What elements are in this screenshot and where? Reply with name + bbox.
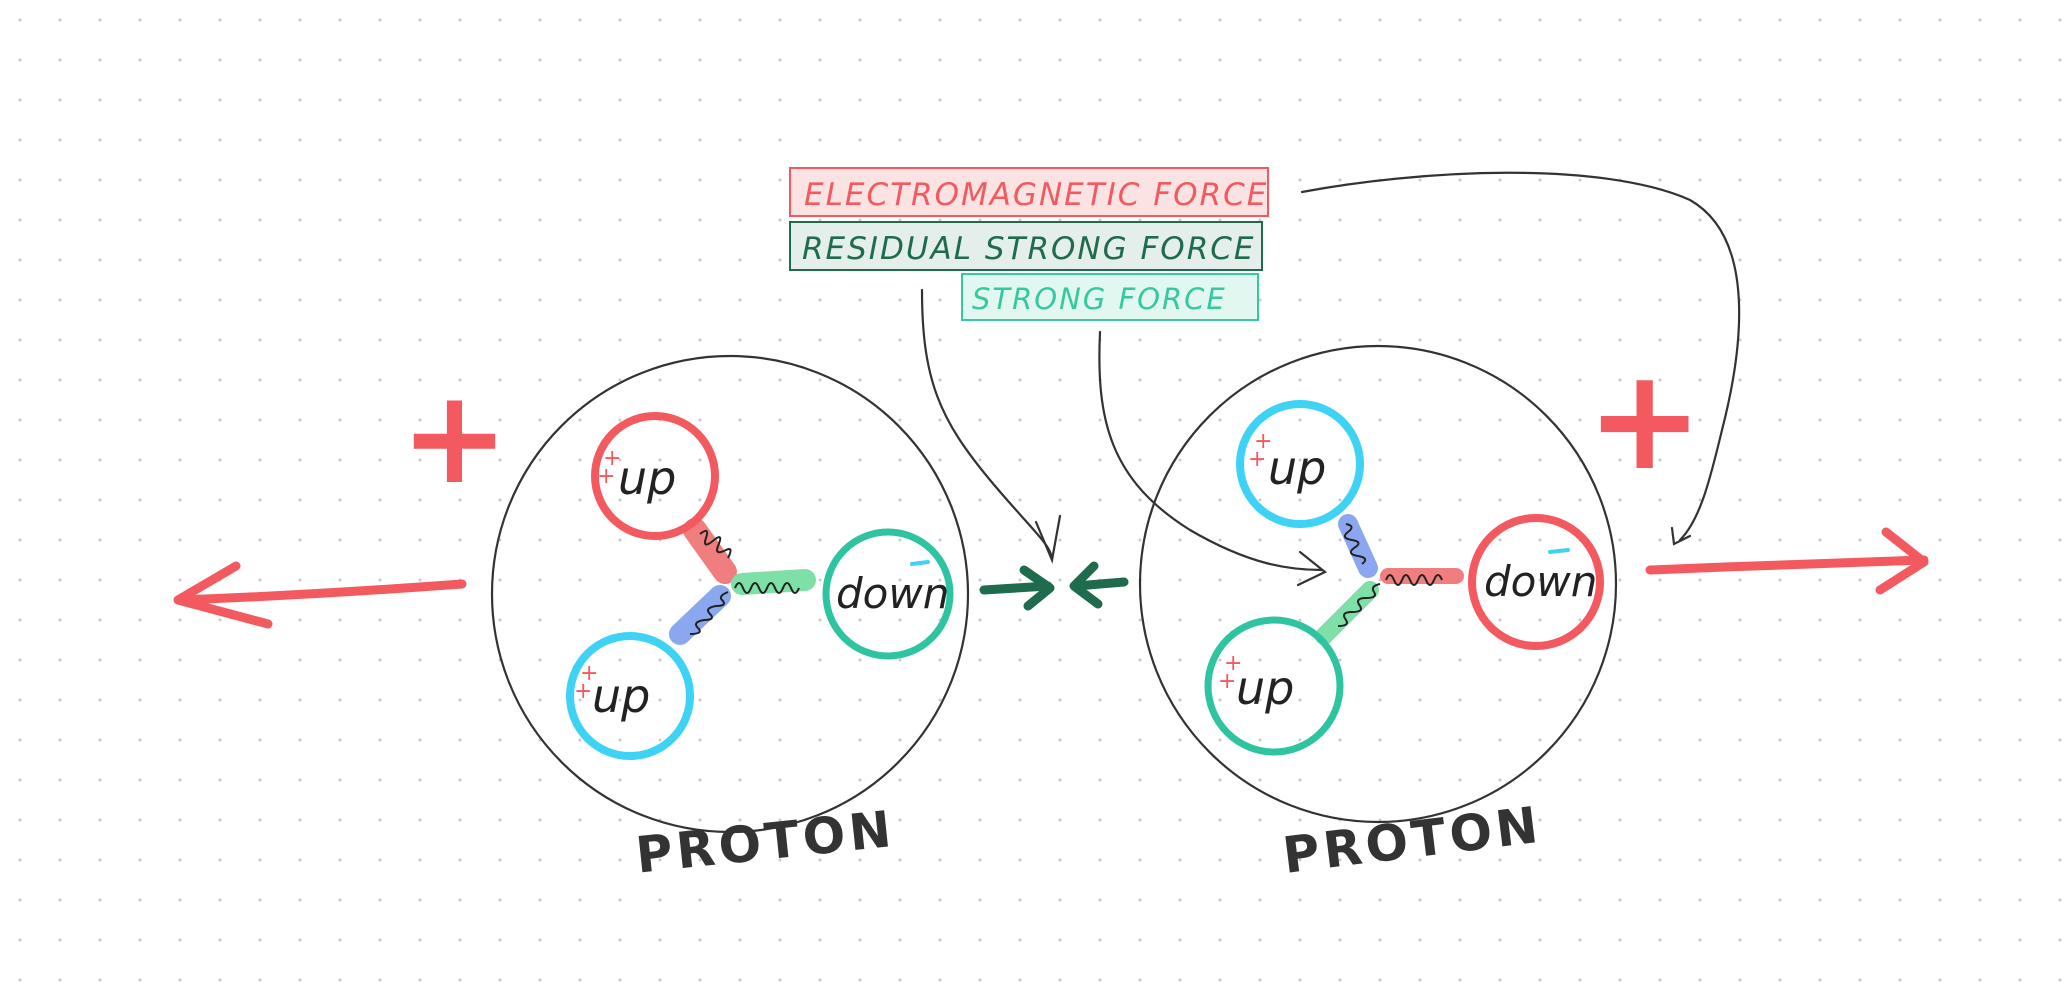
legend-connectors [920, 171, 1741, 587]
left-proton-charge-sign: + [400, 361, 509, 513]
left-gluon-wiggle-blue [689, 591, 729, 635]
connector-residual-strong-to-center [920, 288, 1054, 562]
left-quark-right-charge-mark [910, 560, 930, 566]
right-proton: + + up + + up down PROTON + [1138, 339, 1703, 885]
connector-strong-to-right-gluon [1098, 330, 1324, 572]
connector-electromagnetic-arrowhead [1670, 526, 1692, 546]
right-quark-bottom-label: up [1236, 661, 1294, 715]
attraction-arrow-left-shaft [979, 581, 1053, 595]
left-gluon-blue-band [669, 585, 731, 645]
left-quark-top-label: up [618, 451, 676, 505]
right-quark-top-label: up [1268, 441, 1326, 495]
right-quark-bottom-circle[interactable] [1204, 616, 1344, 756]
legend-electromagnetic-box[interactable] [789, 167, 1269, 217]
left-quark-bottom-label: up [592, 669, 650, 723]
legend-strong-box[interactable] [961, 273, 1259, 321]
attraction-arrows [979, 561, 1129, 611]
left-gluon-wiggle-green [734, 582, 800, 594]
legend: ELECTROMAGNETIC FORCE RESIDUAL STRONG FO… [789, 167, 1269, 321]
left-quark-bottom-circle[interactable] [566, 632, 694, 760]
left-quark-right-label: down [836, 569, 949, 618]
left-quark-bottom-charge: + [580, 661, 598, 686]
connector-electromagnetic-to-right-plus [1300, 171, 1741, 542]
right-quark-bottom-charge-2: + [1218, 669, 1236, 694]
right-quark-right-circle[interactable] [1468, 514, 1604, 650]
attraction-arrow-right-head [1069, 561, 1103, 609]
right-quark-bottom-charge: + [1224, 651, 1242, 676]
right-repulsion-arrow-shaft [1645, 555, 1929, 575]
legend-electromagnetic-label: ELECTROMAGNETIC FORCE [804, 177, 1268, 213]
left-proton: + + up + + up down PROTON + [400, 354, 970, 885]
left-gluon-wiggle-red [699, 529, 732, 559]
legend-strong-label: STRONG FORCE [972, 282, 1227, 316]
left-quark-top-charge-2: + [597, 464, 615, 489]
legend-residual-strong-label: RESIDUAL STRONG FORCE [802, 231, 1255, 267]
right-quark-right-charge-mark [1548, 548, 1570, 554]
connector-strong-arrowhead [1296, 550, 1328, 587]
right-proton-charge-sign: + [1586, 339, 1703, 502]
right-quark-top-circle[interactable] [1236, 400, 1364, 528]
attraction-arrow-right-shaft [1071, 577, 1129, 591]
left-quark-right-circle[interactable] [822, 528, 954, 660]
right-quark-right-label: down [1484, 557, 1597, 606]
left-repulsion-arrow-head [173, 561, 273, 629]
right-quark-top-charge-2: + [1248, 447, 1266, 472]
right-repulsion-arrow-head [1875, 527, 1929, 595]
right-gluon-wiggle-blue [1343, 523, 1367, 565]
left-quark-bottom-charge-2: + [574, 679, 592, 704]
legend-residual-strong-box[interactable] [789, 221, 1263, 271]
repulsion-arrows [173, 527, 1929, 629]
right-quark-top-charge: + [1254, 429, 1272, 454]
left-quark-top-circle[interactable] [591, 412, 719, 540]
attraction-arrow-left-head [1019, 565, 1055, 611]
right-proton-label: PROTON [1280, 796, 1545, 885]
right-gluon-wiggle-green [1337, 583, 1381, 627]
left-proton-outline [490, 354, 970, 834]
left-repulsion-arrow-shaft [175, 579, 467, 605]
left-proton-label: PROTON [633, 800, 898, 885]
right-proton-outline [1138, 344, 1618, 824]
left-gluon-red-band [683, 518, 737, 584]
left-quark-top-charge: + [603, 446, 621, 471]
right-gluon-wiggle-red [1385, 574, 1443, 586]
connector-residual-arrowhead [1034, 514, 1062, 564]
